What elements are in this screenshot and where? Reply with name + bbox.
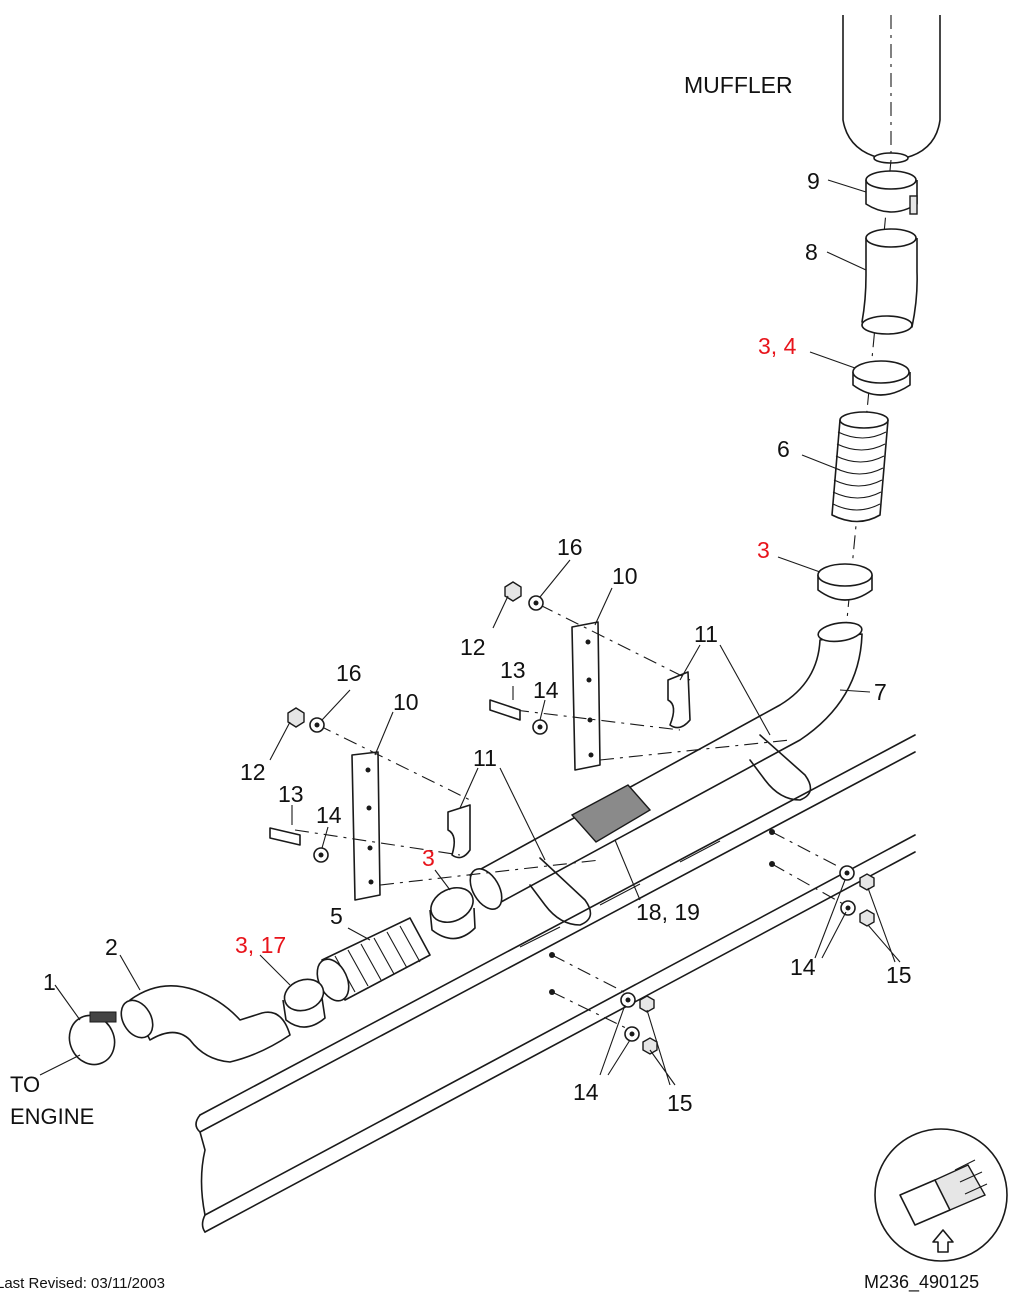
flex-bellows-5	[316, 917, 431, 1002]
callout-14-right: 14	[533, 677, 559, 703]
u-bolt-strap-left	[529, 857, 592, 926]
callout-16-right: 16	[557, 534, 583, 560]
callout-9: 9	[807, 168, 820, 194]
elbow-pipe-8	[861, 228, 918, 335]
flex-bellows-6	[831, 411, 889, 523]
clamp-3-upper	[817, 563, 873, 601]
callout-15-bottom-mid: 15	[667, 1090, 693, 1116]
saddle-clamp-left	[447, 804, 471, 859]
muffler-caption: MUFFLER	[684, 72, 793, 98]
callout-10-left: 10	[393, 689, 419, 715]
callout-14-bottom-right: 14	[790, 954, 816, 980]
last-revised: Last Revised: 03/11/2003	[0, 1275, 165, 1292]
callout-7: 7	[874, 679, 887, 705]
band-clamp-1	[68, 1011, 117, 1066]
callout-8: 8	[805, 239, 818, 265]
callout-6: 6	[777, 436, 790, 462]
exhaust-pipe-2	[120, 984, 291, 1063]
u-bolt-strap-right	[749, 734, 812, 801]
callout-3-upper: 3	[757, 537, 770, 563]
callout-12-right: 12	[460, 634, 486, 660]
hardware-right	[489, 581, 548, 735]
callout-18-19: 18, 19	[636, 899, 700, 925]
callout-11-left: 11	[473, 745, 497, 771]
callout-16-left: 16	[336, 660, 362, 686]
callout-11-right: 11	[694, 621, 718, 647]
engine-caption: ENGINE	[10, 1104, 94, 1129]
to-caption: TO	[10, 1072, 40, 1097]
hardware-left	[269, 707, 329, 863]
figure-id: M236_490125	[864, 1272, 979, 1293]
callout-10-right: 10	[612, 563, 638, 589]
callout-3-4: 3, 4	[758, 333, 797, 359]
callout-1: 1	[43, 969, 56, 995]
callout-12-left: 12	[240, 759, 266, 785]
vehicle-locator-icon	[874, 1128, 1008, 1262]
bracket-10-right	[571, 621, 601, 771]
callout-3-middle: 3	[422, 845, 435, 871]
clamp-3-middle	[429, 886, 476, 940]
clamp-3-17	[282, 978, 326, 1028]
frame-hardware	[549, 829, 875, 1055]
callout-15-bottom-right: 15	[886, 962, 912, 988]
frame-rail	[195, 734, 916, 1233]
callout-3-17: 3, 17	[235, 932, 286, 958]
clamp-3-4	[852, 360, 911, 396]
clamp-9	[865, 170, 918, 215]
callout-14-left: 14	[316, 802, 342, 828]
callout-14-bottom-mid: 14	[573, 1079, 599, 1105]
bracket-10-left	[351, 751, 381, 901]
callout-2: 2	[105, 934, 118, 960]
heat-shield-18-19	[570, 784, 652, 843]
callout-13-left: 13	[278, 781, 304, 807]
fastener-centerlines	[294, 604, 846, 1031]
saddle-clamp-right	[667, 671, 691, 729]
exhaust-pipe-7	[469, 621, 863, 910]
muffler	[842, 15, 941, 164]
callout-13-right: 13	[500, 657, 526, 683]
leader-lines	[39, 179, 901, 1086]
callout-5: 5	[330, 903, 343, 929]
